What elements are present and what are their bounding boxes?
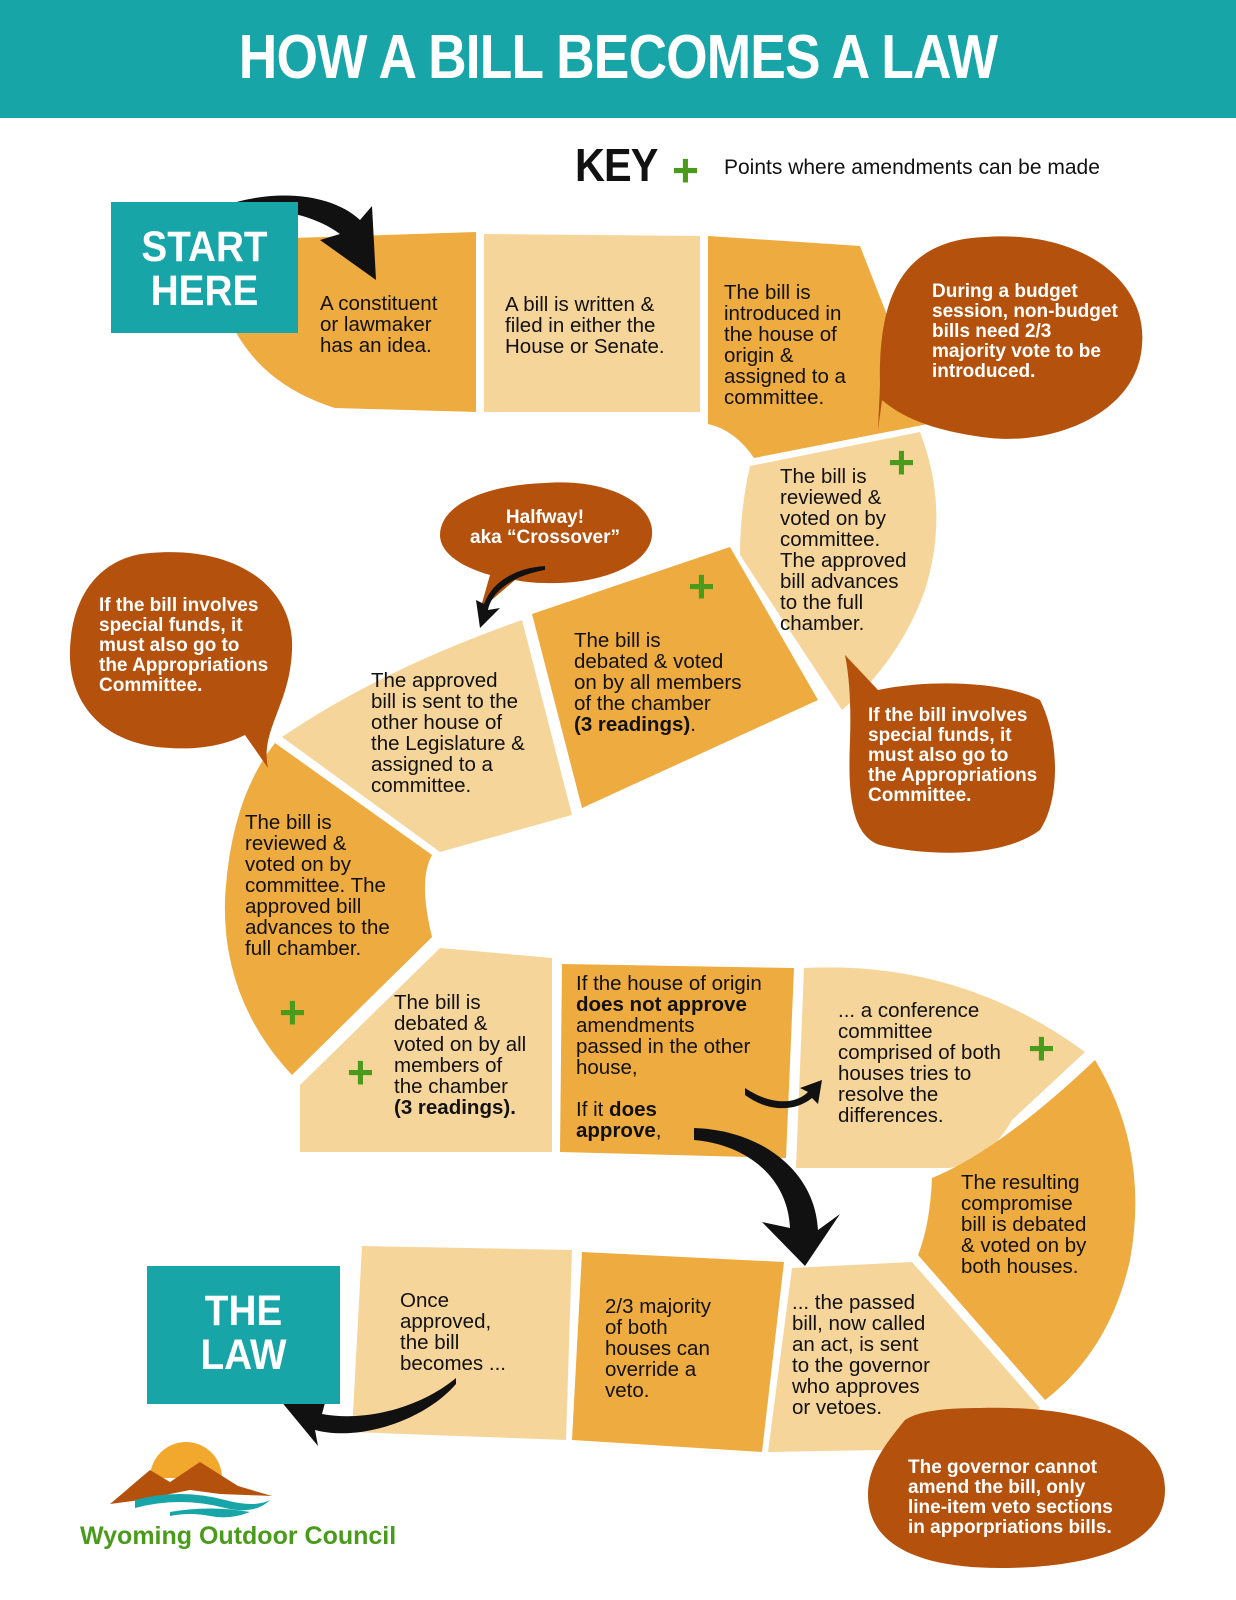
step-9-line-a: If the house of origin	[576, 972, 762, 995]
logo-mark	[110, 1442, 272, 1518]
step-9-text: If the house of origin does not approve …	[576, 973, 762, 1141]
step-12-text: ... the passed bill, now called an act, …	[792, 1291, 930, 1419]
amendment-plus-icon: +	[888, 436, 915, 488]
tile-11-shape	[918, 1060, 1136, 1400]
start-label: START HERE	[141, 223, 268, 315]
key-text: Points where amendments can be made	[724, 156, 1100, 179]
amendment-plus-icon: +	[279, 986, 306, 1038]
funds-left-bubble	[69, 552, 293, 768]
page-title: HOW A BILL BECOMES A LAW	[238, 23, 998, 92]
tile-13-shape	[572, 1252, 784, 1452]
tile-5-shape	[532, 547, 818, 808]
tile-14-shape	[352, 1246, 572, 1440]
halfway-callout-text: Halfway! aka “Crossover”	[470, 507, 620, 548]
amendment-plus-icon: +	[347, 1046, 374, 1098]
tile-9-shape	[560, 964, 794, 1158]
tile-12-shape	[768, 1262, 1040, 1452]
arrow-conference	[745, 1080, 822, 1109]
funds-left-callout-text: If the bill involves special funds, it m…	[99, 595, 269, 696]
arrow-halfway	[476, 566, 545, 628]
step-8-bold: (3 readings).	[394, 1096, 516, 1119]
logo-text: Wyoming Outdoor Council	[80, 1522, 397, 1550]
budget-callout-text: During a budget session, non-budget bill…	[932, 281, 1118, 382]
step-10-text: ... a conference committee comprised of …	[838, 999, 1001, 1127]
logo-mountain	[110, 1462, 272, 1504]
step-8-text: The bill is debated & voted on by all me…	[394, 992, 526, 1118]
governor-bubble	[868, 1407, 1165, 1568]
step-9-line-b: amendments passed in the other house,	[576, 1014, 751, 1079]
funds-right-bubble	[845, 655, 1055, 853]
step-11-text: The resulting compromise bill is debated…	[961, 1171, 1087, 1278]
step-1-text: A constituent or lawmaker has an idea.	[320, 292, 438, 357]
amendment-plus-icon: +	[688, 560, 715, 612]
tile-4-shape	[740, 432, 937, 710]
header-banner: HOW A BILL BECOMES A LAW	[0, 0, 1236, 118]
key-label: KEY	[575, 139, 658, 191]
step-9-bold-a: does not approve	[576, 993, 747, 1016]
halfway-bubble	[440, 482, 653, 610]
step-5-body: The bill is debated & voted on by all me…	[574, 629, 742, 715]
logo-wave-2	[170, 1508, 250, 1518]
amendment-plus-icon: +	[1028, 1022, 1055, 1074]
governor-callout-text: The governor cannot amend the bill, only…	[908, 1457, 1113, 1538]
step-9-bold-d: approve	[576, 1119, 656, 1142]
arrow-approve	[694, 1128, 840, 1266]
step-9-bold-c: does	[609, 1098, 657, 1121]
step-9-tail-d: ,	[655, 1119, 662, 1142]
step-7-text: The bill is reviewed & voted on by commi…	[245, 811, 390, 960]
step-3-text: The bill is introduced in the house of o…	[724, 281, 846, 409]
step-4-text: The bill is reviewed & voted on by commi…	[780, 465, 907, 635]
tile-2-shape	[484, 234, 700, 412]
logo-wave-1	[135, 1494, 270, 1511]
funds-right-callout-text: If the bill involves special funds, it m…	[868, 705, 1038, 806]
tile-6-shape	[282, 620, 572, 852]
step-6-text: The approved bill is sent to the other h…	[371, 669, 525, 797]
tile-8-shape	[300, 948, 552, 1152]
tile-3-shape	[708, 236, 928, 458]
step-5-tail: .	[690, 713, 696, 736]
tile-10-shape	[796, 967, 1085, 1168]
step-14-text: Once approved, the bill becomes ...	[400, 1289, 506, 1375]
step-5-bold: (3 readings)	[574, 713, 691, 736]
step-9-line-c: If it	[576, 1098, 604, 1121]
end-box	[147, 1266, 340, 1404]
arrow-start	[218, 195, 376, 280]
step-2-text: A bill is written & filed in either the …	[505, 293, 665, 358]
budget-bubble	[878, 236, 1143, 439]
tile-7-shape	[224, 743, 432, 1075]
step-8-body: The bill is debated & voted on by all me…	[394, 991, 527, 1098]
end-label: THE LAW	[200, 1287, 287, 1379]
start-box	[111, 202, 298, 333]
step-13-text: 2/3 majority of both houses can override…	[605, 1295, 711, 1402]
step-5-text: The bill is debated & voted on by all me…	[574, 630, 741, 735]
key-plus-icon: +	[672, 144, 699, 196]
